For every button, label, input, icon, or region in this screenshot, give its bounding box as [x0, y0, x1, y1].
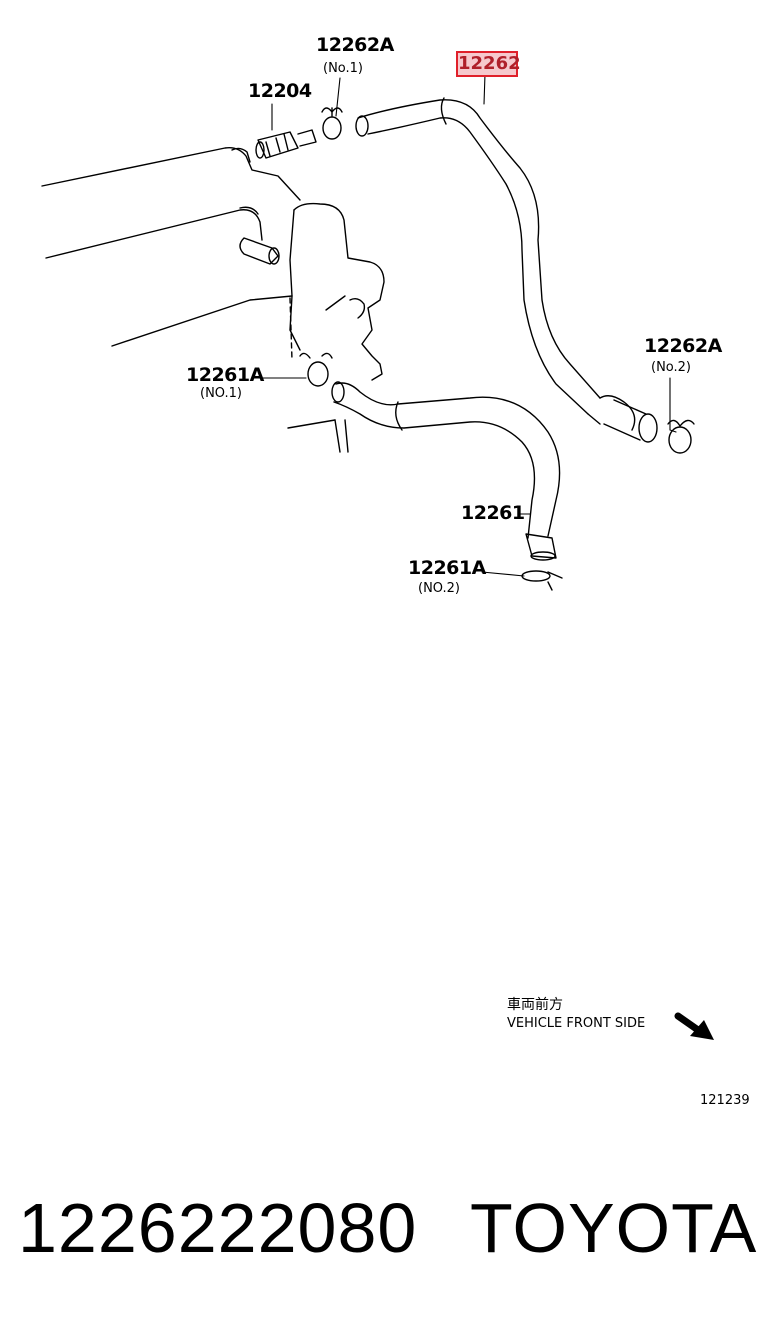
- hose-12262: [355, 97, 658, 443]
- part-12204-valve: [255, 129, 317, 159]
- callout-12262-highlighted[interactable]: 12262: [456, 51, 521, 77]
- diagram-ref-number: 121239: [700, 1093, 750, 1108]
- callout-12261A-no2-sub: (NO.2): [418, 581, 460, 596]
- callout-12262A-no2: 12262A: [644, 335, 722, 357]
- vehicle-front-label-en: VEHICLE FRONT SIDE: [507, 1016, 646, 1031]
- hose-12261: [331, 381, 561, 561]
- callout-12262A-no1-sub: (No.1): [323, 61, 363, 76]
- vehicle-front-label-jp: 車両前方: [507, 997, 563, 1013]
- callout-12261A-no1-sub: (NO.1): [200, 386, 242, 401]
- clamp-12261A-no1: [299, 352, 333, 387]
- callout-12262A-no1: 12262A: [316, 34, 394, 56]
- callout-12204: 12204: [248, 80, 312, 102]
- callout-12262A-no2-sub: (No.2): [651, 360, 691, 375]
- part-number: 1226222080: [18, 1189, 418, 1267]
- clamp-12262A-no2: [667, 419, 695, 454]
- arrow-down-right-icon: [674, 1012, 714, 1040]
- clamp-12261A-no2: [521, 570, 563, 591]
- clamp-12262A-no1: [321, 107, 343, 140]
- callout-12261A-no2: 12261A: [408, 557, 486, 579]
- parts-diagram: [41, 73, 714, 1040]
- callout-12261: 12261: [461, 502, 525, 524]
- engine-head-outline: [41, 146, 385, 453]
- callout-12261A-no1: 12261A: [186, 364, 264, 386]
- brand-name: TOYOTA: [470, 1189, 758, 1267]
- leader-lines: [261, 73, 677, 577]
